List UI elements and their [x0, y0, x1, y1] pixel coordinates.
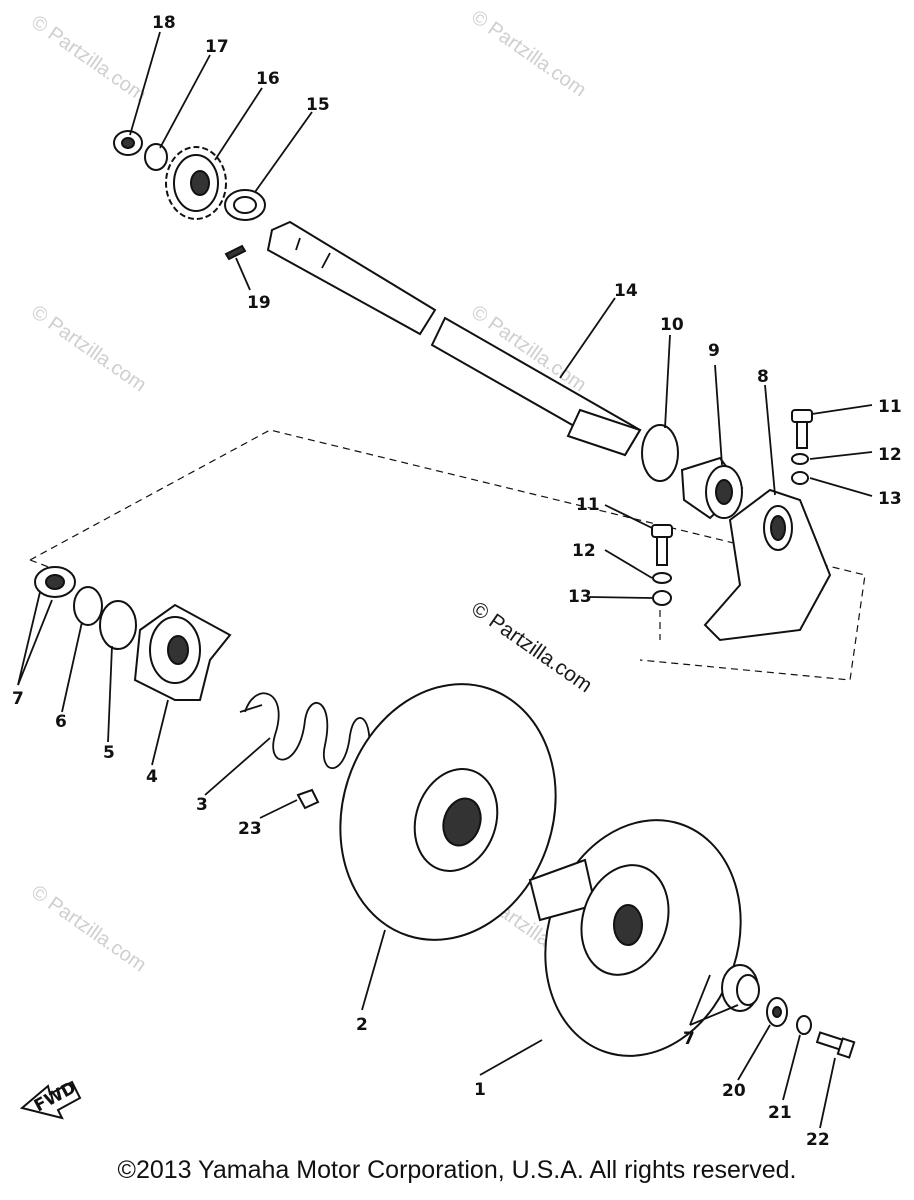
watermark-2: © Partzilla.com — [467, 6, 590, 101]
callout-20: 20 — [722, 1081, 746, 1101]
callout-13b: 13 — [878, 489, 902, 509]
copyright-notice: ©2013 Yamaha Motor Corporation, U.S.A. A… — [117, 1156, 797, 1184]
callout-12a: 12 — [572, 541, 596, 561]
part-21-lock-washer — [796, 1015, 812, 1035]
callout-17: 17 — [205, 37, 229, 57]
part-7-bushing-left — [34, 566, 76, 598]
callout-11b: 11 — [878, 397, 902, 417]
part-22-bolt — [815, 1031, 856, 1059]
part-17-washer — [144, 143, 168, 171]
callout-19: 19 — [247, 293, 271, 313]
part-11-bolt-left — [651, 524, 673, 566]
callout-18: 18 — [152, 13, 176, 33]
part-2-sheave — [339, 683, 557, 941]
callout-23: 23 — [238, 819, 262, 839]
callout-11a: 11 — [576, 495, 600, 515]
part-8-bracket — [703, 488, 832, 642]
callout-13a: 13 — [568, 587, 592, 607]
callout-15: 15 — [306, 95, 330, 115]
callout-3: 3 — [196, 795, 208, 815]
watermark-5: © Partzilla.com — [27, 881, 150, 976]
part-15-bearing — [224, 189, 266, 221]
part-7-collar-right — [721, 964, 760, 1012]
part-10-circlip — [641, 424, 679, 482]
callout-21: 21 — [768, 1103, 792, 1123]
part-6-ring — [73, 586, 103, 626]
part-5-ring — [99, 600, 137, 650]
part-1-sheave — [528, 819, 742, 1057]
callout-4: 4 — [146, 767, 158, 787]
part-14-shaft — [266, 220, 642, 457]
watermark-1: © Partzilla.com — [27, 11, 150, 106]
callout-10: 10 — [660, 315, 684, 335]
watermark-3: © Partzilla.com — [27, 301, 150, 396]
part-12-washer-left — [652, 572, 672, 584]
callout-1: 1 — [474, 1080, 486, 1100]
part-19-key — [224, 244, 247, 261]
callout-7b: 7 — [683, 1029, 695, 1049]
part-23-slider — [296, 788, 320, 810]
callout-6: 6 — [55, 712, 67, 732]
callout-5: 5 — [103, 743, 115, 763]
part-9-bushing — [680, 456, 744, 520]
callout-16: 16 — [256, 69, 280, 89]
callouts: 18 17 16 15 19 14 10 9 8 11 12 13 11 12 … — [12, 13, 902, 1150]
part-13-nut-right — [791, 471, 809, 485]
part-11-bolt-right — [791, 409, 813, 449]
part-20-washer — [766, 997, 788, 1027]
part-13-nut-left — [652, 590, 672, 606]
callout-14: 14 — [614, 281, 638, 301]
watermark-main: © Partzilla.com — [467, 597, 596, 697]
assembly-guide — [29, 559, 661, 640]
fwd-arrow: FWD — [19, 1078, 82, 1120]
callout-2: 2 — [356, 1015, 368, 1035]
callout-8: 8 — [757, 367, 769, 387]
part-4-cam — [133, 603, 232, 701]
part-16-sprocket — [165, 146, 227, 220]
assembly-outline — [29, 429, 866, 681]
part-12-washer-right — [791, 453, 809, 465]
callout-12b: 12 — [878, 445, 902, 465]
callout-7a: 7 — [12, 689, 24, 709]
callout-9: 9 — [708, 341, 720, 361]
leader-lines — [17, 31, 873, 1129]
part-18-nut — [113, 130, 143, 156]
callout-22: 22 — [806, 1130, 830, 1150]
